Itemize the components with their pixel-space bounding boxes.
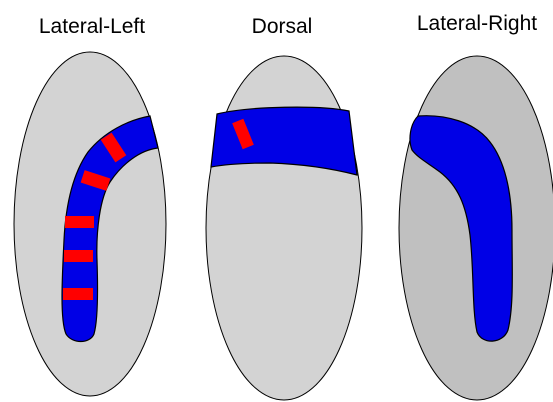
marker [65,216,94,228]
lateral-right-title: Lateral-Right [417,12,537,35]
marker [63,288,93,300]
dorsal-view: Dorsal [206,15,362,400]
marker [64,250,93,262]
lateral-left-title: Lateral-Left [39,15,145,38]
lateral-right-view: Lateral-Right [399,12,553,400]
lateral-left-view: Lateral-Left [14,15,166,396]
dorsal-title: Dorsal [252,15,313,38]
